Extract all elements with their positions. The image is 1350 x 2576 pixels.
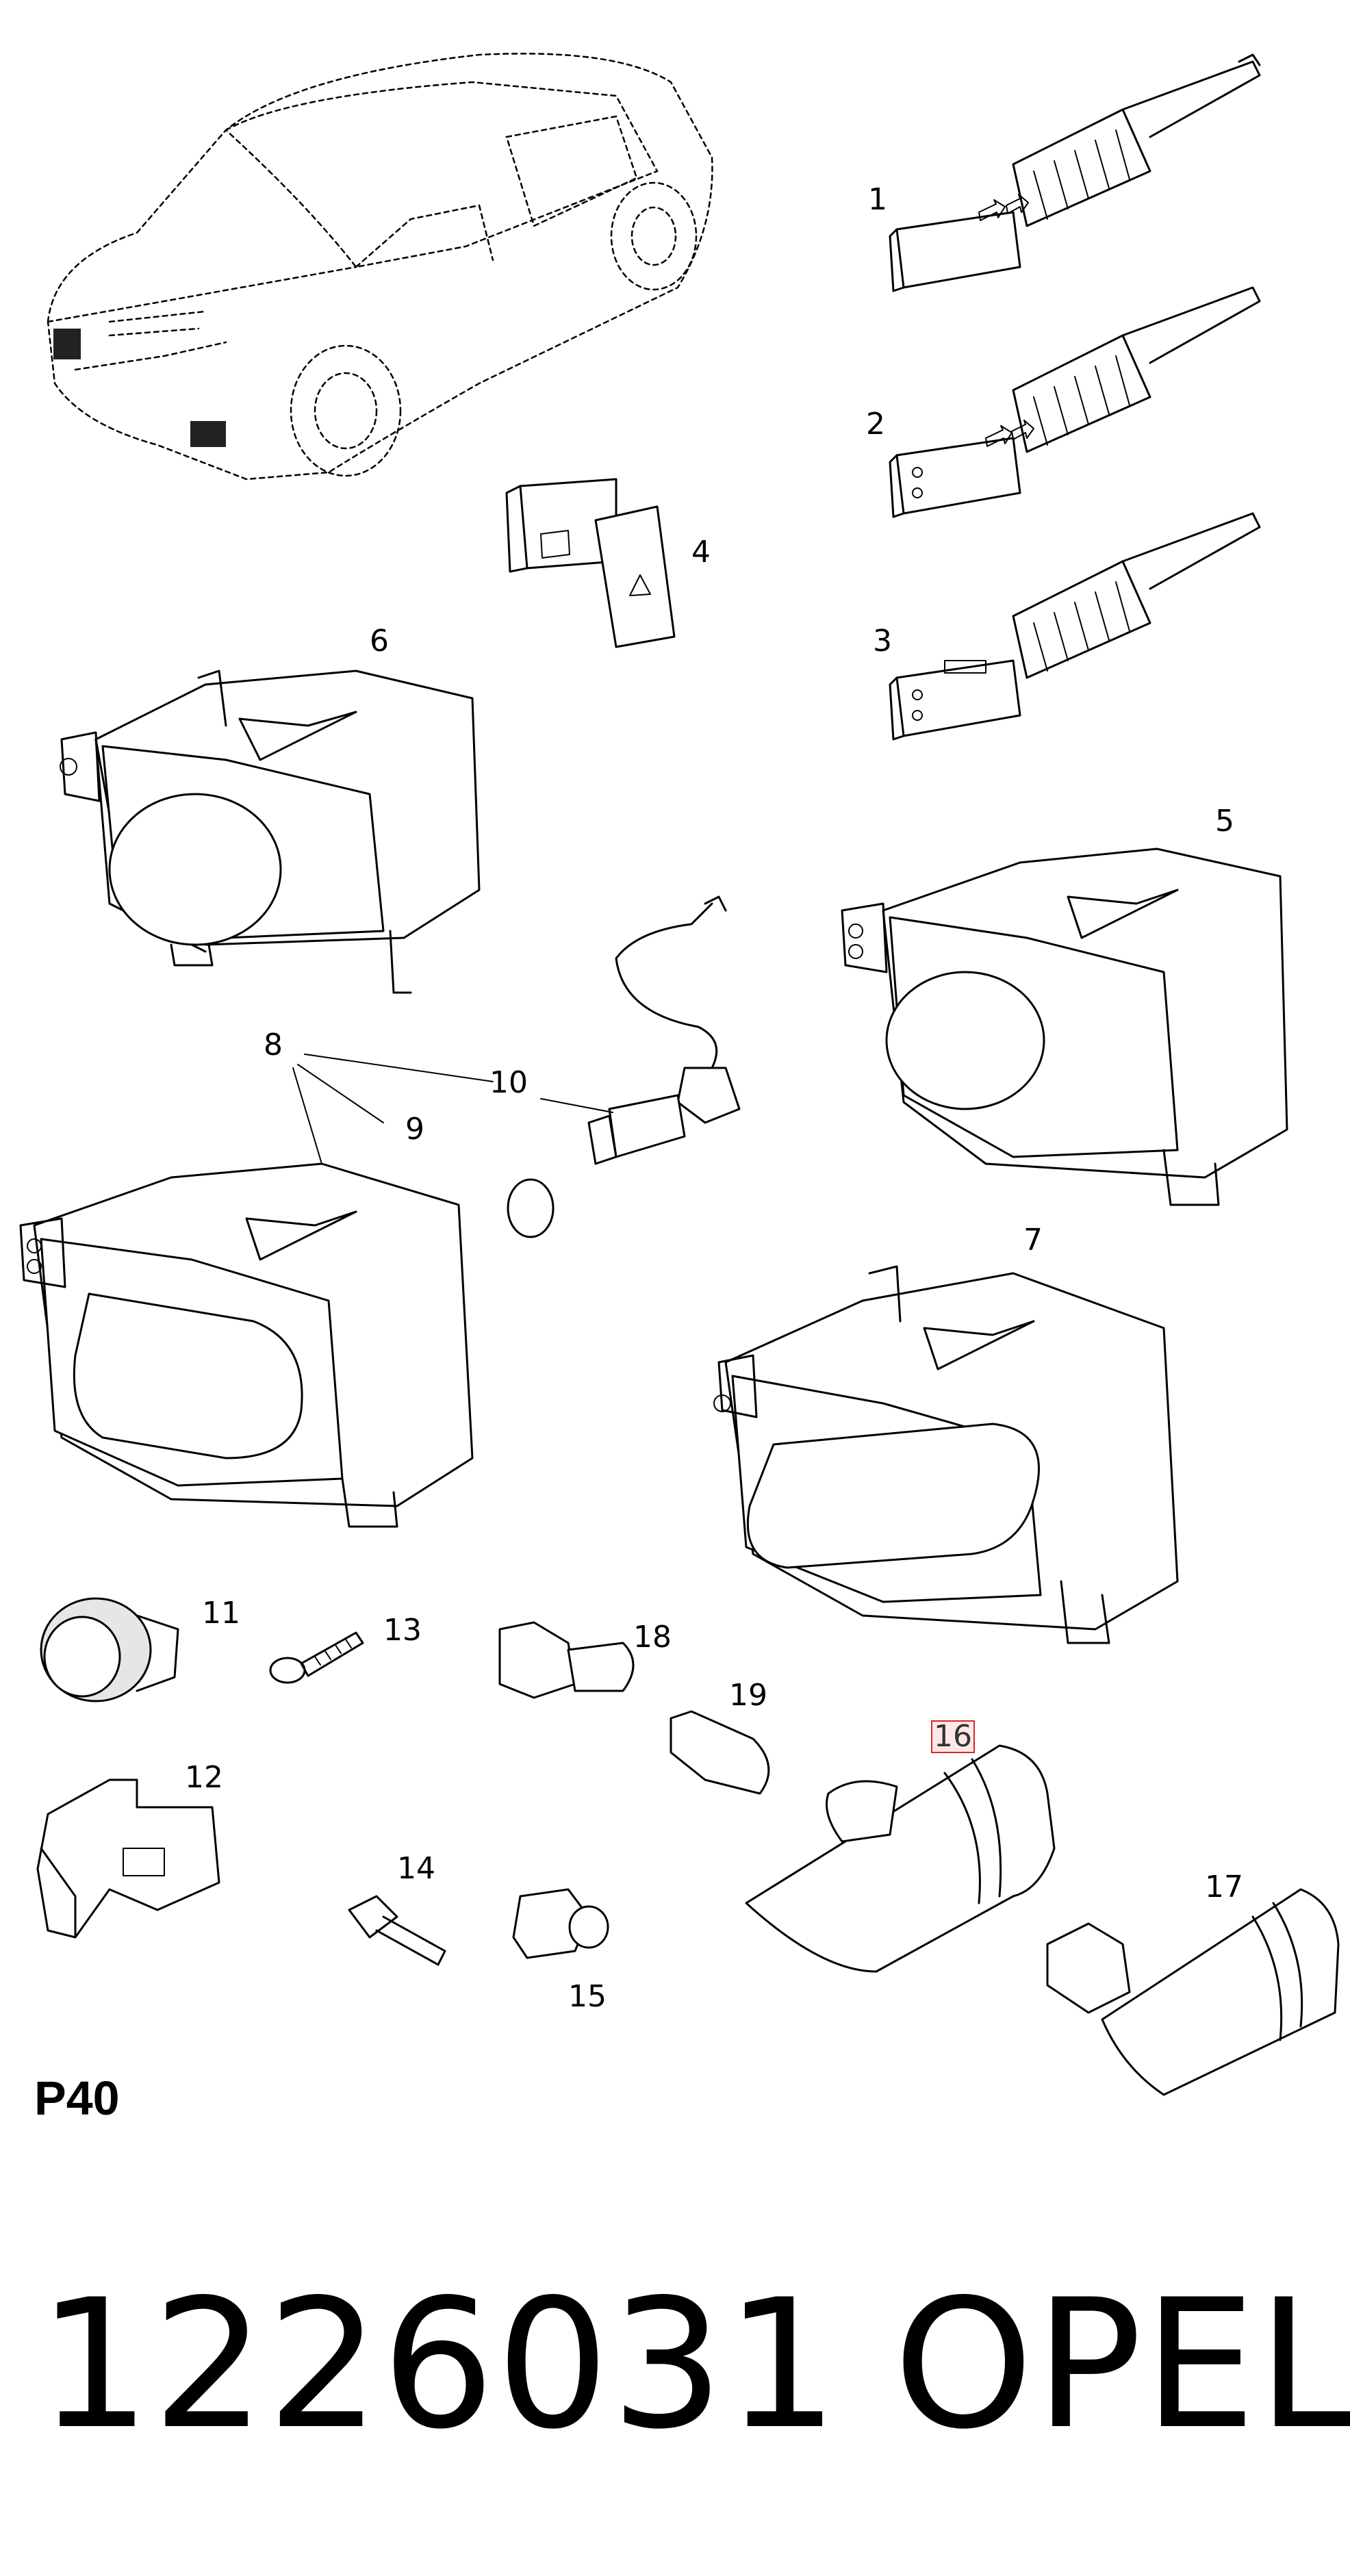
callout-12[interactable]: 12 xyxy=(185,1760,223,1795)
side-indicator-16 xyxy=(745,1744,1056,1973)
section-code: P40 xyxy=(34,2071,120,2125)
part-number: 1226031 xyxy=(38,2262,840,2469)
turn-signal-switch-2 xyxy=(889,286,1261,518)
callout-11[interactable]: 11 xyxy=(202,1596,240,1631)
screw-13 xyxy=(269,1631,364,1684)
clip-nut-15 xyxy=(512,1888,609,1959)
actuator-11 xyxy=(40,1597,179,1703)
brand-name: OPEL xyxy=(893,2262,1350,2469)
bracket-12 xyxy=(36,1778,220,1939)
callout-6[interactable]: 6 xyxy=(370,624,389,659)
callout-16-highlighted[interactable]: 16 xyxy=(931,1719,975,1754)
callout-2[interactable]: 2 xyxy=(866,407,885,442)
fog-light-8 xyxy=(19,1162,474,1528)
callout-1[interactable]: 1 xyxy=(868,182,887,217)
fog-light-6 xyxy=(60,669,481,994)
hazard-switch-4 xyxy=(505,478,676,648)
callout-17[interactable]: 17 xyxy=(1205,1870,1243,1904)
push-rivet-14 xyxy=(348,1895,446,1966)
callout-14[interactable]: 14 xyxy=(397,1851,435,1886)
wiper-switch-3 xyxy=(889,512,1261,741)
callout-7[interactable]: 7 xyxy=(1023,1223,1043,1258)
callout-5[interactable]: 5 xyxy=(1215,804,1234,839)
leader-lines xyxy=(292,1054,613,1164)
fog-light-7 xyxy=(713,1265,1179,1644)
bulb-19 xyxy=(670,1710,770,1795)
callout-15[interactable]: 15 xyxy=(568,1979,607,2014)
callout-8[interactable]: 8 xyxy=(264,1028,283,1062)
vehicle-illustration xyxy=(47,53,713,481)
side-indicator-17 xyxy=(1046,1888,1340,2096)
turn-signal-switch-1 xyxy=(889,53,1261,292)
callout-10[interactable]: 10 xyxy=(489,1065,528,1100)
callout-19[interactable]: 19 xyxy=(729,1678,767,1713)
callout-9[interactable]: 9 xyxy=(405,1112,424,1147)
callout-13[interactable]: 13 xyxy=(383,1613,422,1648)
callout-3[interactable]: 3 xyxy=(873,624,892,659)
bulb-socket-18 xyxy=(498,1621,635,1699)
lens-cover-9 xyxy=(507,1178,555,1238)
bulb-harness-10 xyxy=(587,895,741,1165)
callout-4[interactable]: 4 xyxy=(691,535,711,570)
callout-18[interactable]: 18 xyxy=(633,1620,672,1655)
fog-light-5 xyxy=(841,847,1288,1206)
